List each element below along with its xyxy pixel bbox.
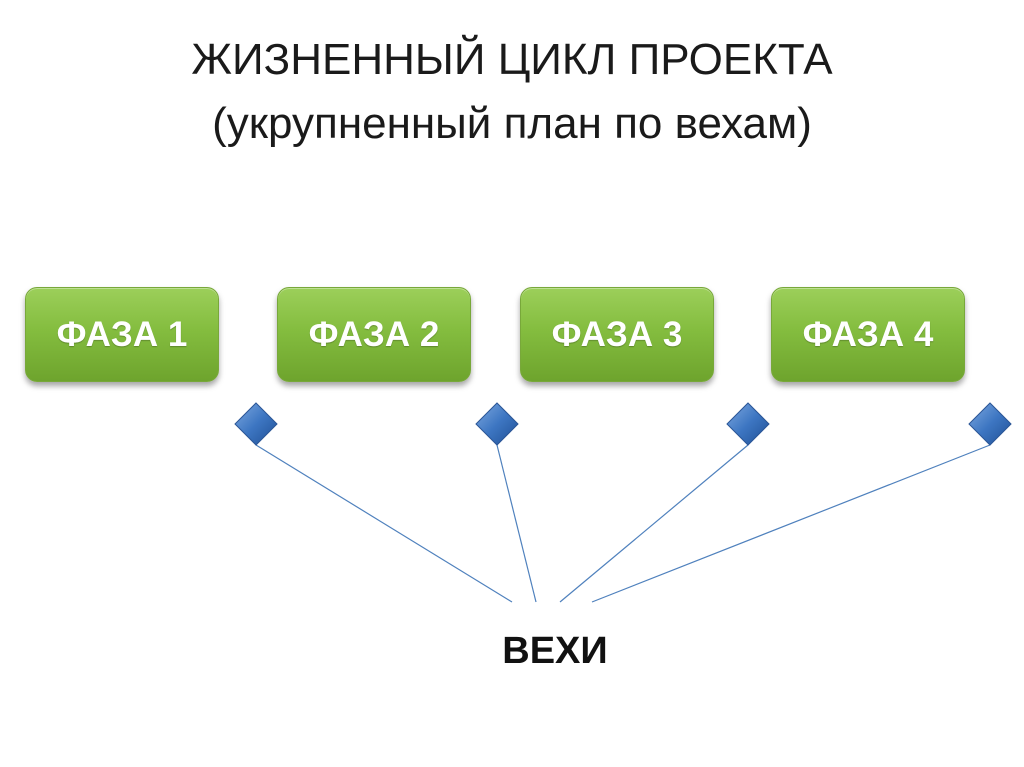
- phase-label-4: ФАЗА 4: [802, 314, 934, 354]
- phase-label-1: ФАЗА 1: [56, 314, 188, 354]
- phase-label-2: ФАЗА 2: [308, 314, 440, 354]
- phase-box-2: ФАЗА 2: [277, 287, 471, 382]
- slide-title: ЖИЗНЕННЫЙ ЦИКЛ ПРОЕКТА (укрупненный план…: [0, 28, 1024, 156]
- connector-line-1: [255, 444, 513, 603]
- milestones-label: ВЕХИ: [502, 630, 608, 672]
- phase-box-3: ФАЗА 3: [520, 287, 714, 382]
- title-line-2: (укрупненный план по вехам): [212, 99, 812, 148]
- milestone-diamond-3: [726, 402, 770, 446]
- milestone-diamond-1: [234, 402, 278, 446]
- phase-box-4: ФАЗА 4: [771, 287, 965, 382]
- phase-box-1: ФАЗА 1: [25, 287, 219, 382]
- phase-label-3: ФАЗА 3: [551, 314, 683, 354]
- connector-line-2: [496, 444, 537, 603]
- connector-line-4: [591, 444, 991, 603]
- milestone-diamond-2: [475, 402, 519, 446]
- milestone-diamond-4: [968, 402, 1012, 446]
- connector-line-3: [559, 444, 749, 603]
- title-line-1: ЖИЗНЕННЫЙ ЦИКЛ ПРОЕКТА: [191, 35, 833, 84]
